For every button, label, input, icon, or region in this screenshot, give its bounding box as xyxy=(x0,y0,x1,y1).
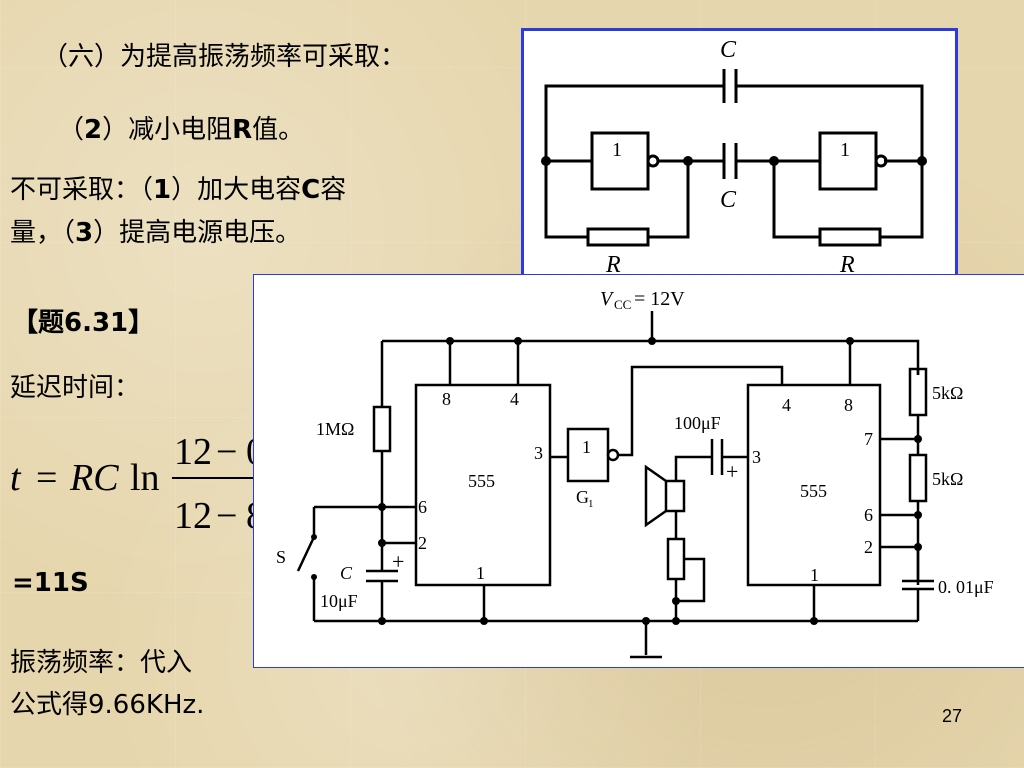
not-option-line2: 量，（3）提高电源电压。 xyxy=(10,218,302,248)
chip2-pin7: 7 xyxy=(864,429,873,449)
chip2-pin2: 2 xyxy=(864,537,873,557)
mid-cap-label: C xyxy=(720,187,737,213)
switch-label: S xyxy=(276,547,286,567)
timing-cap-value: 10μF xyxy=(320,591,358,611)
chip2-pin4: 4 xyxy=(782,395,791,415)
right-res-label: R xyxy=(839,252,855,278)
chip1-pin2: 2 xyxy=(418,533,427,553)
cap-100uf-plus: + xyxy=(726,459,738,484)
heading-line: （六）为提高振荡频率可采取： xyxy=(42,42,407,72)
chip2-pin6: 6 xyxy=(864,505,873,525)
formula-ln: ln xyxy=(130,457,160,499)
res-1m-label: 1MΩ xyxy=(316,419,354,439)
formula-den-a: 12 xyxy=(174,495,212,537)
res-5k-a-label: 5kΩ xyxy=(932,383,963,403)
vcc-sub: CC xyxy=(614,297,631,312)
vcc-value: = 12V xyxy=(634,288,685,310)
formula-rc: RC xyxy=(69,457,119,499)
timing-cap-label: C xyxy=(340,563,353,583)
chip1-pin3: 3 xyxy=(534,443,543,463)
chip1-label: 555 xyxy=(468,471,495,491)
chip2-pin1: 1 xyxy=(810,565,819,585)
formula-num-a: 12 xyxy=(174,431,212,473)
res-5k-b-label: 5kΩ xyxy=(932,469,963,489)
option-2-line: （2）减小电阻R值。 xyxy=(58,115,305,145)
problem-label: 【题6.31】 xyxy=(12,308,155,338)
chip2-pin3: 3 xyxy=(752,447,761,467)
formula-t: t xyxy=(10,457,22,499)
formula-equals: = xyxy=(36,457,57,499)
freq-line1: 振荡频率：代入 xyxy=(10,648,193,678)
gate1-label: 1 xyxy=(612,139,622,161)
gate-label: 1 xyxy=(582,437,591,457)
delay-label: 延迟时间： xyxy=(10,373,141,403)
vcc-v: V xyxy=(600,288,615,310)
oscillator-circuit-panel: C C R R 1 1 xyxy=(521,28,958,289)
timer-circuit: V CC = 12V 1MΩ 555 8 4 3 6 2 1 1 G 1 100… xyxy=(276,288,994,659)
page-number: 27 xyxy=(941,706,962,726)
chip1-pin1: 1 xyxy=(476,563,485,583)
top-cap-label: C xyxy=(720,37,737,63)
formula-den-op: − xyxy=(216,495,237,537)
chip2-label: 555 xyxy=(800,481,827,501)
chip1-pin4: 4 xyxy=(510,389,519,409)
cap-100uf-label: 100μF xyxy=(674,413,721,433)
cap-001uf-label: 0. 01μF xyxy=(938,577,994,597)
delay-formula: t = RC ln 12 − 0 12 − 8 xyxy=(10,431,282,537)
not-option-line1: 不可采取：（1）加大电容C容 xyxy=(10,175,347,205)
result-text: =11S xyxy=(12,568,89,598)
gate-sub: 1 xyxy=(588,498,594,510)
gate2-label: 1 xyxy=(840,139,850,161)
left-res-label: R xyxy=(605,252,621,278)
chip1-pin6: 6 xyxy=(418,497,427,517)
cap-10uf-plus: + xyxy=(392,549,404,574)
formula-num-op: − xyxy=(216,431,237,473)
freq-line2: 公式得9.66KHz. xyxy=(10,690,205,720)
chip1-pin8: 8 xyxy=(442,389,451,409)
oscillator-circuit: C C R R 1 1 xyxy=(541,37,927,278)
gate-name: G xyxy=(576,487,589,507)
chip2-pin8: 8 xyxy=(844,395,853,415)
timer-circuit-panel: V CC = 12V 1MΩ 555 8 4 3 6 2 1 1 G 1 100… xyxy=(253,274,1024,668)
